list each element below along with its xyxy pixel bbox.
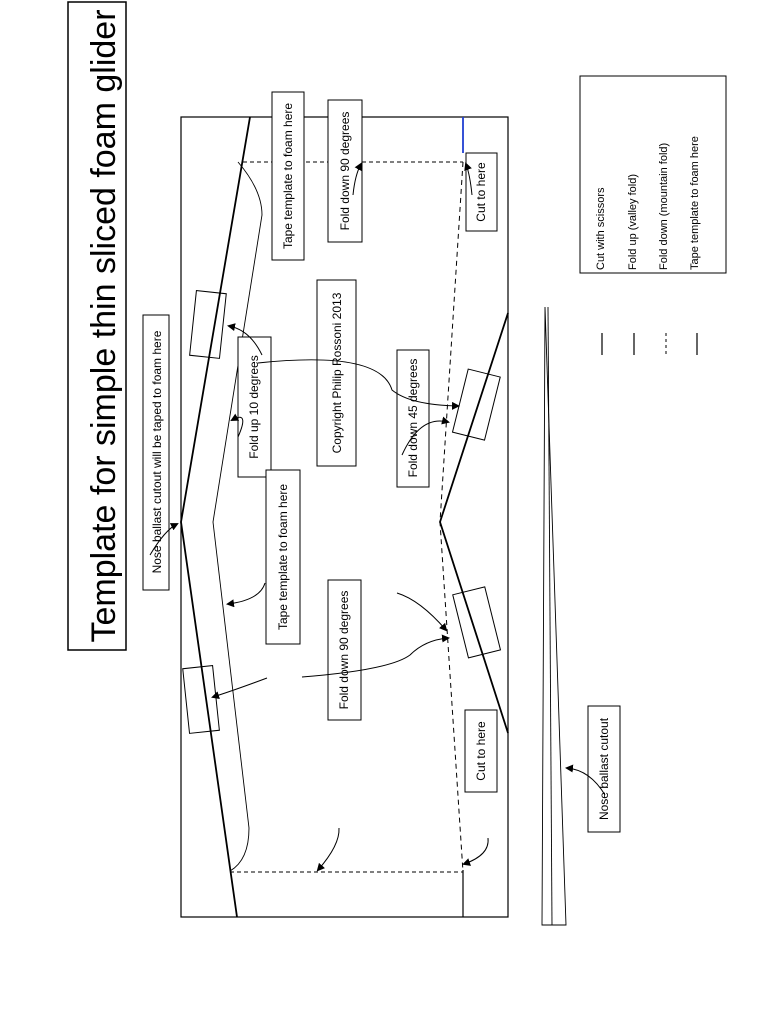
svg-text:Tape template to foam here: Tape template to foam here <box>276 484 290 630</box>
page-title: Template for simple thin sliced foam gli… <box>85 9 123 642</box>
label-fold-down-90-bottom: Fold down 90 degrees <box>327 579 362 721</box>
fold-lines <box>230 161 464 873</box>
svg-text:Fold down 45 degrees: Fold down 45 degrees <box>406 359 420 478</box>
svg-text:Tape template to foam here: Tape template to foam here <box>281 103 295 249</box>
label-tape-top: Tape template to foam here <box>271 91 305 261</box>
label-cut-to-here-bottom: Cut to here <box>464 709 498 793</box>
svg-text:Cut to here: Cut to here <box>474 162 488 222</box>
svg-text:Fold down 90 degrees: Fold down 90 degrees <box>337 591 351 710</box>
nose-ballast-strip <box>541 306 567 926</box>
svg-text:Nose ballast cutout will be ta: Nose ballast cutout will be taped to foa… <box>150 330 164 573</box>
svg-text:Fold down 90 degrees: Fold down 90 degrees <box>338 112 352 231</box>
svg-text:Nose ballast cutout: Nose ballast cutout <box>597 717 611 820</box>
label-fold-down-90-top: Fold down 90 degrees <box>327 99 363 243</box>
svg-text:Copyright Philip Rossoni 2013: Copyright Philip Rossoni 2013 <box>330 292 344 453</box>
left-cut-line <box>180 116 251 918</box>
label-nose-ballast-cutout: Nose ballast cutout <box>587 705 621 833</box>
label-nose-ballast-taped: Nose ballast cutout will be taped to foa… <box>142 314 170 591</box>
label-cut-to-here-top: Cut to here <box>465 152 498 232</box>
legend: Cut with scissors Fold up (valley fold) … <box>579 75 727 355</box>
legend-label-fold-down: Fold down (mountain fold) <box>658 143 670 270</box>
legend-label-tape: Tape template to foam here <box>689 136 701 270</box>
legend-label-fold-up: Fold up (valley fold) <box>627 174 639 270</box>
arrows <box>149 162 606 872</box>
label-fold-down-45: Fold down 45 degrees <box>396 349 430 488</box>
label-fold-up-10: Fold up 10 degrees <box>237 336 272 478</box>
svg-text:Cut to here: Cut to here <box>474 721 488 781</box>
legend-label-cut: Cut with scissors <box>595 187 607 270</box>
inner-outline <box>212 161 263 872</box>
label-tape-middle: Tape template to foam here <box>265 469 301 645</box>
label-copyright: Copyright Philip Rossoni 2013 <box>316 279 357 467</box>
svg-text:Fold up 10 degrees: Fold up 10 degrees <box>247 355 261 458</box>
title-box: Template for simple thin sliced foam gli… <box>67 1 127 651</box>
